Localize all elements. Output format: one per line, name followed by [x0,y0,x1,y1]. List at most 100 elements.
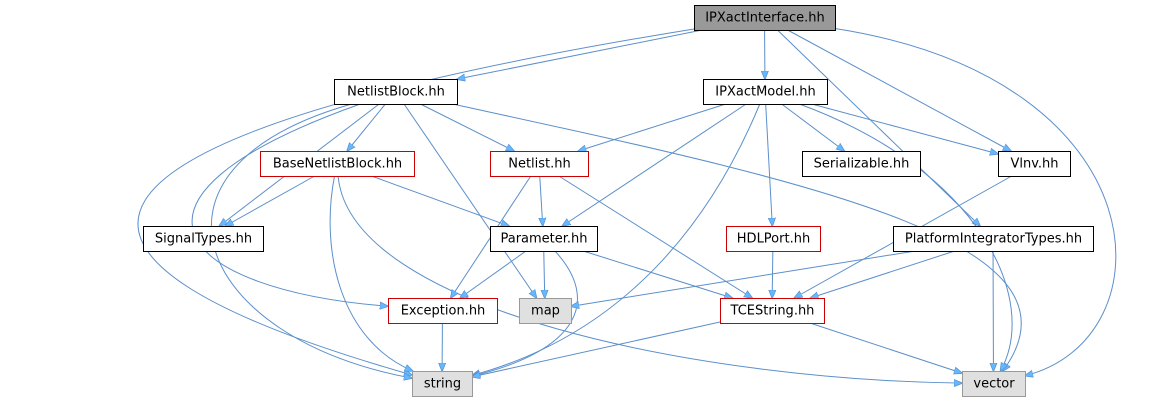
node-box [726,226,821,252]
node-serializable[interactable]: Serializable.hh [802,151,921,177]
edge-ipxactinterface-to-platformintegratortypes [777,29,980,226]
node-vlnv[interactable]: Vlnv.hh [998,151,1071,177]
edge-ipxactmodel-to-string [472,103,761,375]
edge-basenetlistblock-to-vector [337,175,962,383]
edge-line [562,103,747,226]
node-box [720,298,825,324]
edge-line [472,321,721,377]
node-label: IPXactModel.hh [715,85,815,100]
node-label: NetlistBlock.hh [347,85,445,100]
edge-tcestring-to-vector [809,322,962,373]
node-label: BaseNetlistBlock.hh [273,157,402,172]
edge-line [809,322,962,373]
node-label: Exception.hh [401,304,486,319]
edge-line [403,103,536,298]
edge-ipxactinterface-to-vector [834,28,1117,376]
node-hdlport[interactable]: HDLPort.hh [726,226,821,252]
node-box [962,371,1026,397]
edge-parameter-to-exception [460,250,527,298]
edge-ipxactmodel-to-hdlport [765,103,773,226]
node-map: map [519,298,572,324]
edge-ipxactmodel-to-serializable [781,103,845,151]
node-label: map [531,304,560,319]
edge-parameter-to-map [544,250,545,298]
edge-line [337,175,962,383]
node-label: Netlist.hh [508,157,571,172]
edge-line [777,29,980,226]
edge-netlistblock-to-exception [191,103,388,306]
node-box [893,226,1094,252]
edge-netlist-to-parameter [540,175,543,226]
edge-netlistblock-to-netlist [420,103,514,151]
node-box [490,226,598,252]
node-tcestring[interactable]: TCEString.hh [720,298,825,324]
edge-line [765,103,773,226]
edge-ipxactinterface-to-string [137,28,695,375]
node-string: string [412,371,473,397]
edge-line [540,175,543,226]
edge-hdlport-to-tcestring [772,250,773,298]
edge-tcestring-to-string [472,321,721,377]
node-ipxactmodel[interactable]: IPXactModel.hh [703,79,828,105]
edge-line [225,175,315,226]
node-box [802,151,921,177]
edge-basenetlistblock-to-parameter [371,175,509,226]
edge-line [460,250,527,298]
edge-line [811,103,998,154]
edge-layer [137,28,1117,384]
edge-netlist-to-tcestring [558,175,752,298]
node-signaltypes[interactable]: SignalTypes.hh [143,226,264,252]
node-label: string [424,377,461,392]
node-box [490,151,589,177]
node-basenetlistblock[interactable]: BaseNetlistBlock.hh [260,151,415,177]
edge-line [787,29,1011,151]
node-label: IPXactInterface.hh [705,11,825,26]
edge-ipxactmodel-to-netlist [578,103,726,151]
edge-line [452,103,1022,371]
edge-ipxactmodel-to-vlnv [811,103,998,154]
node-box [412,371,473,397]
edge-line [347,103,386,151]
edge-ipxactmodel-to-parameter [562,103,747,226]
node-box [998,151,1071,177]
node-label: HDLPort.hh [737,232,810,247]
edge-line [834,28,1117,376]
node-netlistblock[interactable]: NetlistBlock.hh [334,79,458,105]
node-parameter[interactable]: Parameter.hh [490,226,598,252]
edge-line [544,250,545,298]
edge-parameter-to-tcestring [583,250,732,298]
edge-platformintegratortypes-to-tcestring [810,250,955,298]
edge-line [810,250,955,298]
edge-netlistblock-to-basenetlistblock [347,103,386,151]
edge-line [781,103,845,151]
edge-line [772,250,773,298]
node-label: SignalTypes.hh [155,232,252,247]
edge-line [329,175,413,371]
edge-line [583,250,732,298]
node-label: Vlnv.hh [1010,157,1058,172]
edge-line [191,103,388,306]
edge-line [571,250,916,306]
node-exception[interactable]: Exception.hh [388,298,498,324]
node-label: PlatformIntegratorTypes.hh [905,232,1082,247]
edge-ipxactinterface-to-vlnv [787,29,1011,151]
edge-basenetlistblock-to-signaltypes [225,175,315,226]
edge-platformintegratortypes-to-map [571,250,916,306]
edge-line [420,103,514,151]
edge-line [137,28,695,375]
node-platformintegratortypes[interactable]: PlatformIntegratorTypes.hh [893,226,1094,252]
node-box [388,298,498,324]
edge-basenetlistblock-to-string [329,175,413,371]
node-netlist[interactable]: Netlist.hh [490,151,589,177]
node-ipxactinterface[interactable]: IPXactInterface.hh [694,5,836,31]
node-label: vector [973,377,1015,392]
edge-ipxactinterface-to-netlistblock [457,29,703,79]
edge-line [371,175,509,226]
edge-line [558,175,752,298]
node-box [703,79,828,105]
node-box [143,226,264,252]
node-vector: vector [962,371,1026,397]
node-box [519,298,572,324]
